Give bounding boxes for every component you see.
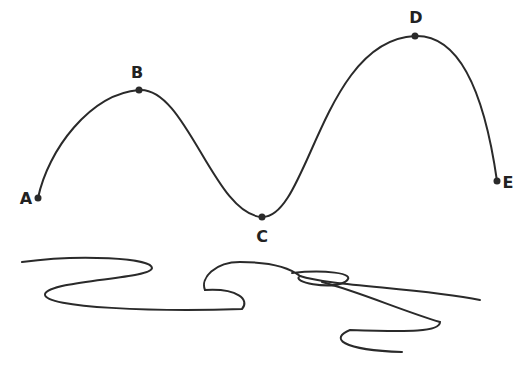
- point-label: A: [20, 191, 32, 207]
- wavy-line: [22, 258, 244, 310]
- wavy-line: [300, 276, 480, 300]
- point-label: D: [409, 10, 422, 26]
- point-dot: [259, 214, 266, 221]
- point-dot: [494, 178, 501, 185]
- wavy-line: [322, 282, 440, 352]
- point-label: C: [256, 229, 268, 245]
- point-dot: [35, 195, 42, 202]
- point-label: B: [131, 65, 143, 81]
- point-dot: [136, 87, 143, 94]
- point-dot: [412, 33, 419, 40]
- wavy-line: [204, 262, 348, 290]
- hill-curve: [38, 36, 497, 217]
- point-label: E: [503, 175, 514, 191]
